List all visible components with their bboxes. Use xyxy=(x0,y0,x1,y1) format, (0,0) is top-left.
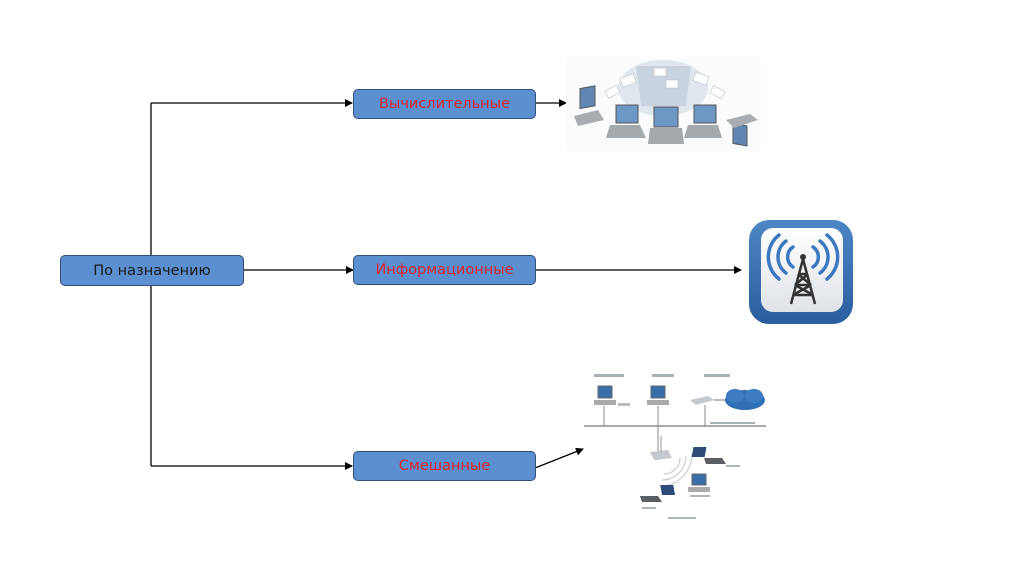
root-node-label: По назначению xyxy=(93,262,211,279)
node-information-label: Информационные xyxy=(375,262,514,278)
wireless-tower-icon xyxy=(749,220,853,324)
root-node: По назначению xyxy=(60,255,244,286)
arrow-to-topology xyxy=(534,447,584,469)
network-topology-icon xyxy=(584,374,766,519)
node-mixed-label: Смешанные xyxy=(398,458,491,474)
node-computing: Вычислительные xyxy=(353,89,536,119)
laptops-network-icon xyxy=(566,58,761,150)
node-computing-label: Вычислительные xyxy=(378,96,511,112)
node-information: Информационные xyxy=(353,255,536,285)
node-mixed: Смешанные xyxy=(353,451,536,481)
